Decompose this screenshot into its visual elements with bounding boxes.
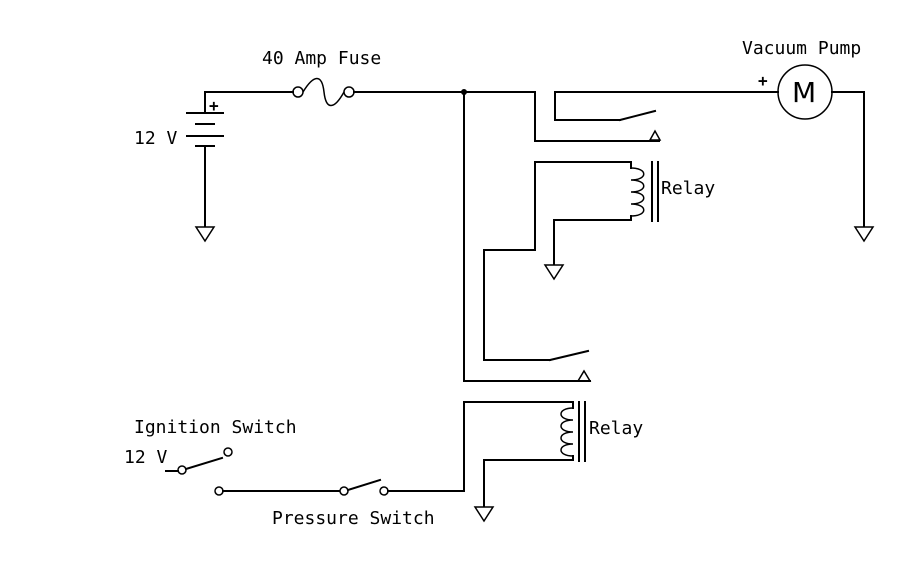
battery-plus-sign: + [209, 96, 219, 115]
relay-lower-contact-icon [576, 369, 592, 382]
ignition-switch-arm [184, 456, 224, 471]
pressure-switch-label: Pressure Switch [272, 508, 435, 529]
relay-lower-coil-icon [463, 401, 586, 507]
motor-feed-wire [554, 91, 779, 121]
motor-return-wire [831, 91, 865, 227]
ignition-voltage-label: 12 V [124, 447, 168, 468]
relay-upper-contact-icon [648, 129, 662, 141]
relay-upper-switch-arm [618, 109, 657, 122]
battery-voltage-label: 12 V [134, 128, 178, 149]
ground-motor-icon [853, 226, 875, 243]
relay-lower-switch-arm [548, 349, 590, 362]
relay-upper-common-wire [534, 91, 660, 142]
ground-battery-icon [194, 226, 216, 243]
fuse-icon [292, 77, 355, 107]
relay-upper-label: Relay [661, 178, 715, 199]
ground-relay-upper-icon [543, 264, 565, 281]
relay-upper-coil-icon [534, 161, 659, 265]
ignition-switch-contact-b [223, 447, 233, 457]
motor-letter: M [792, 76, 816, 109]
fuse-label: 40 Amp Fuse [262, 48, 381, 69]
ignition-switch-contact-a [177, 465, 187, 475]
ground-relay-lower-icon [473, 506, 495, 523]
ignition-switch-label: Ignition Switch [134, 417, 297, 438]
relay-lower-label: Relay [589, 418, 643, 439]
ignition-output-contact [214, 486, 224, 496]
battery [186, 91, 224, 227]
pressure-switch-contact-b [379, 486, 389, 496]
pressure-switch-contact-a [339, 486, 349, 496]
relay-lower-common-wire [463, 91, 591, 382]
motor-label: Vacuum Pump [742, 38, 861, 59]
motor-plus-sign: + [758, 71, 768, 90]
pressure-switch-arm [346, 478, 382, 492]
relay-link-wire [483, 249, 551, 361]
